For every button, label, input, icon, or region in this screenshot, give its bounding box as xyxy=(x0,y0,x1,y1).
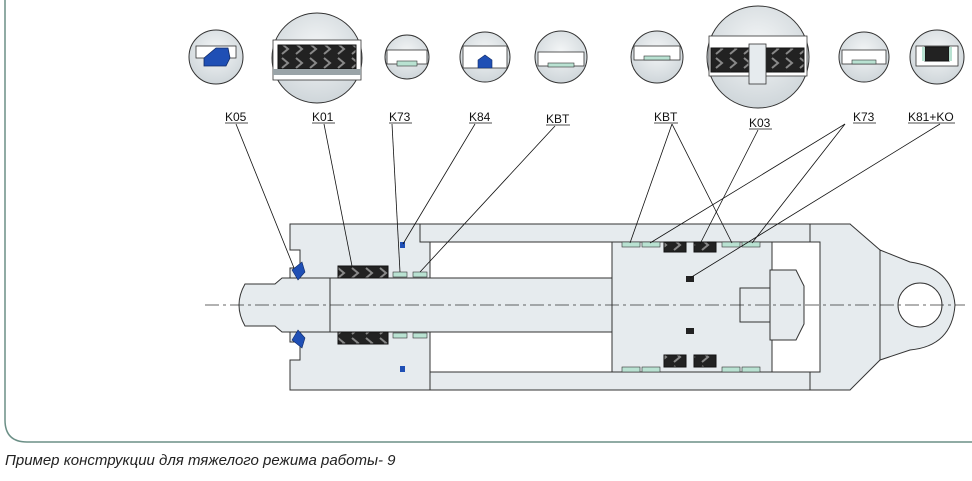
figure-caption: Пример конструкции для тяжелого режима р… xyxy=(5,452,396,469)
label-k73-left: K73 xyxy=(389,110,411,124)
callout-k05 xyxy=(188,29,244,85)
label-k81ko: K81+KO xyxy=(908,110,954,124)
callout-k03 xyxy=(706,5,810,109)
gland-seals xyxy=(291,242,428,372)
callout-kbt-right xyxy=(630,30,684,84)
callout-k81ko xyxy=(909,29,965,85)
label-k84: K84 xyxy=(469,110,491,124)
label-kbt-right: KBT xyxy=(654,110,678,124)
cylinder-body xyxy=(238,223,956,391)
callout-k73-left xyxy=(384,34,430,80)
callout-kbt-left xyxy=(534,30,588,84)
leader-lines xyxy=(235,123,941,279)
callout-k01 xyxy=(271,12,363,104)
label-k03: K03 xyxy=(749,116,771,130)
label-k05: K05 xyxy=(225,110,247,124)
piston-seals xyxy=(621,241,761,373)
frame-border xyxy=(4,0,972,443)
callout-k73-right xyxy=(838,31,890,83)
label-kbt-left: KBT xyxy=(546,112,570,126)
label-k01: K01 xyxy=(312,110,334,124)
callout-k84 xyxy=(459,31,511,83)
label-k73-right: K73 xyxy=(853,110,875,124)
